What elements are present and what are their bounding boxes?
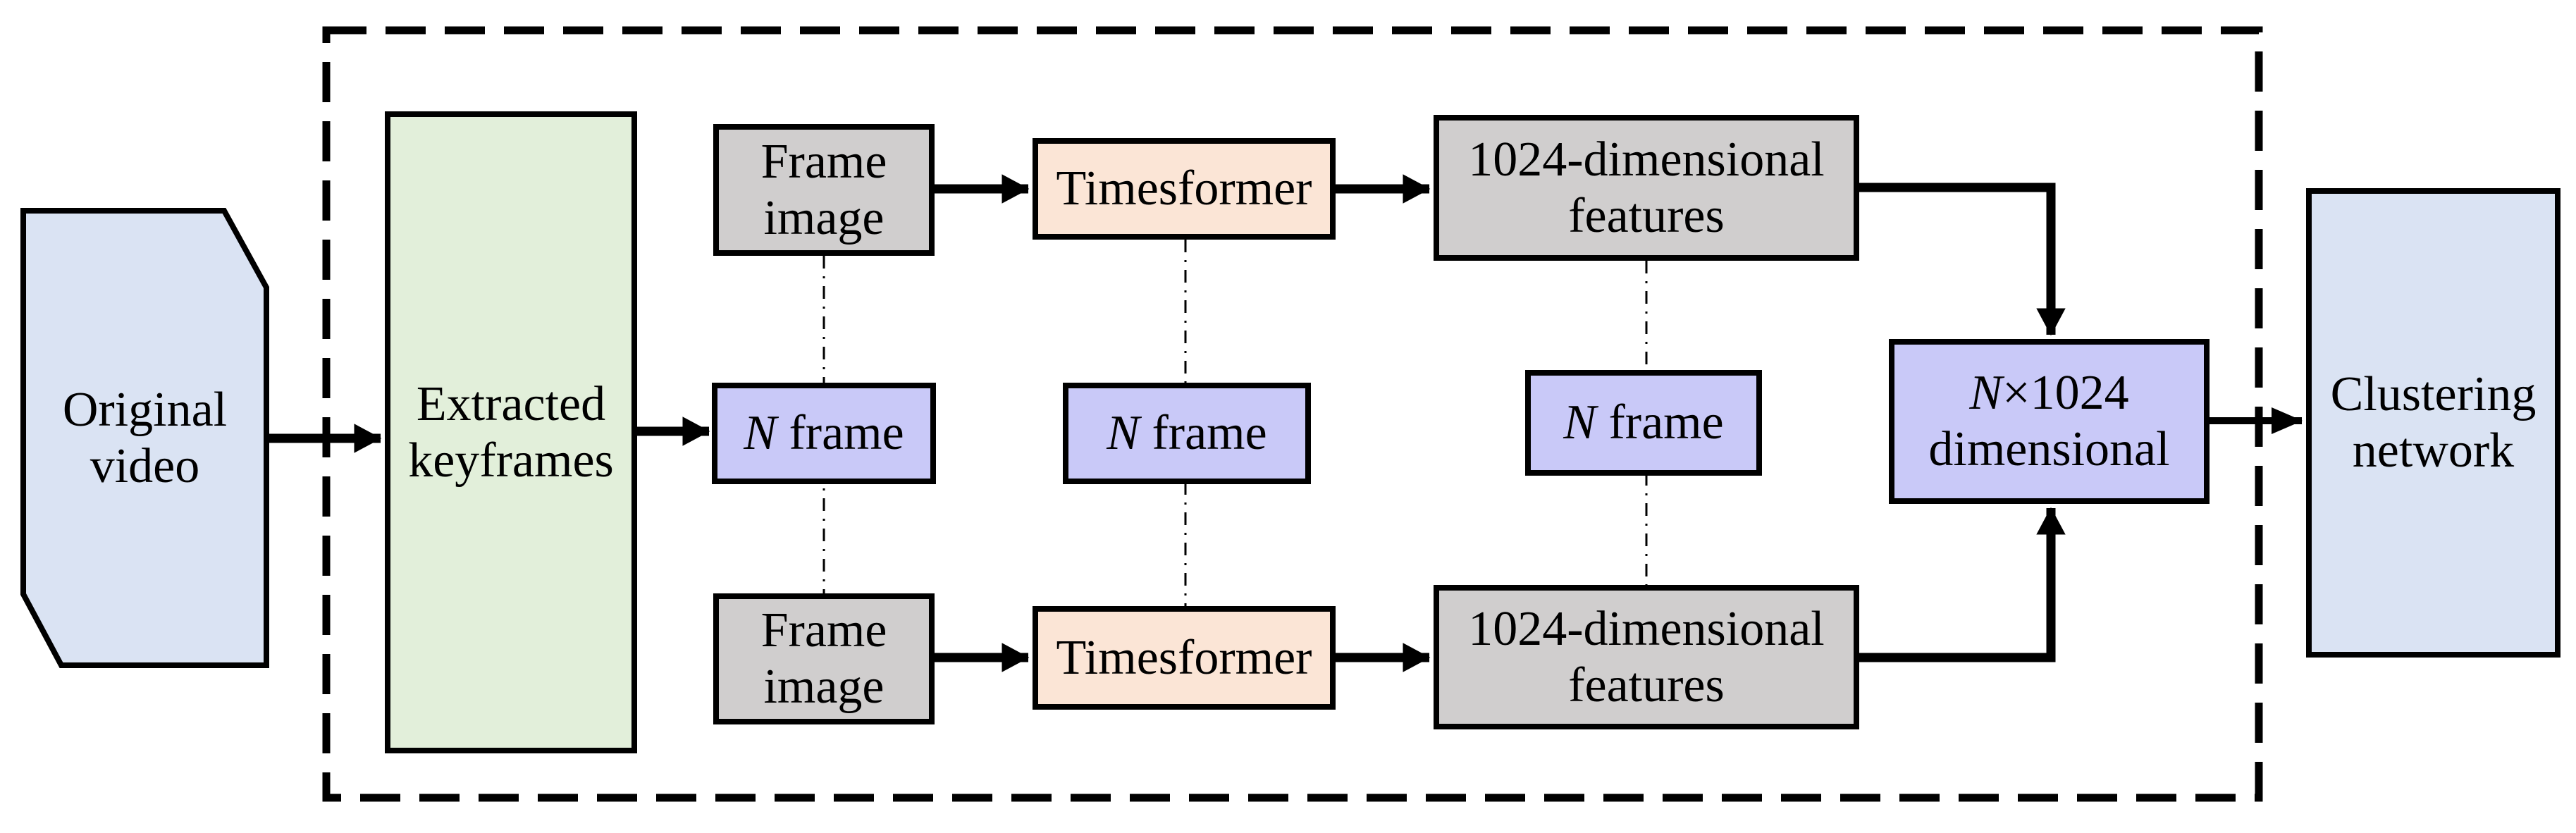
node-label: Timesformer — [1056, 630, 1312, 685]
node-n-frame-2: N frame — [1063, 383, 1311, 484]
node-clustering-network: Clustering network — [2306, 188, 2560, 658]
node-extracted-keyframes: Extracted keyframes — [385, 111, 637, 753]
label-line: Extracted — [416, 376, 606, 431]
node-frame-image-top: Frame image — [713, 124, 935, 256]
node-n-frame-1: N frame — [712, 383, 936, 484]
node-features-bottom: 1024-dimensional features — [1434, 585, 1859, 729]
node-label: Original video — [63, 382, 227, 495]
node-label: N frame — [1563, 395, 1723, 451]
node-original-video-shape — [20, 208, 269, 668]
label-line: keyframes — [408, 433, 614, 488]
label-line: Clustering — [2330, 367, 2537, 422]
label-variable: N — [1969, 366, 2003, 421]
label-line: image — [763, 660, 885, 714]
label-line: network — [2352, 424, 2515, 478]
label-line: Original — [62, 382, 228, 437]
dashed-boundary-box — [322, 26, 2263, 802]
label-line: video — [90, 438, 200, 493]
node-label: Clustering network — [2331, 366, 2537, 479]
node-timesformer-bottom: Timesformer — [1033, 606, 1336, 710]
node-label: Timesformer — [1056, 161, 1312, 216]
node-frame-image-bottom: Frame image — [713, 593, 935, 724]
label-line: features — [1568, 188, 1725, 243]
node-original-video: Original video — [23, 211, 266, 665]
label-line: dimensional — [1928, 422, 2170, 476]
label-variable: N — [744, 406, 777, 461]
label-line: image — [763, 190, 885, 245]
node-label: N frame — [1107, 405, 1267, 462]
node-label: 1024-dimensional features — [1468, 601, 1824, 714]
label-variable: N — [1563, 395, 1596, 450]
node-label: Frame image — [761, 603, 887, 715]
label-line: frame — [1139, 406, 1267, 461]
label-line: 1024-dimensional — [1468, 132, 1825, 187]
arrow-features-bottom-to-nx1024 — [1859, 507, 2066, 662]
node-nx1024-dimensional: N×1024 dimensional — [1889, 339, 2210, 504]
arrow-features-top-to-nx1024 — [1859, 183, 2066, 336]
node-label: Frame image — [761, 134, 887, 247]
label-line: Frame — [760, 603, 887, 658]
label-line: features — [1568, 658, 1725, 712]
node-label: 1024-dimensional features — [1468, 132, 1824, 245]
node-features-top: 1024-dimensional features — [1434, 115, 1859, 261]
label-variable: N — [1107, 406, 1140, 461]
label-line: ×1024 — [2002, 366, 2129, 421]
label-line: frame — [776, 406, 904, 461]
label-line: 1024-dimensional — [1468, 601, 1825, 656]
node-label: N frame — [744, 405, 904, 462]
node-timesformer-top: Timesformer — [1033, 138, 1336, 240]
node-n-frame-3: N frame — [1525, 370, 1762, 476]
label-line: Frame — [760, 134, 887, 189]
node-label: Extracted keyframes — [408, 376, 614, 489]
label-line: frame — [1596, 395, 1724, 450]
node-label: N×1024 dimensional — [1928, 365, 2169, 478]
